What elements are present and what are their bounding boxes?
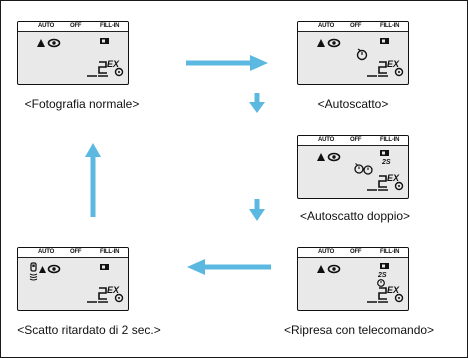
lcd-delayed: AUTO OFF FILL-IN — [17, 247, 129, 311]
arrow-left-icon — [187, 259, 271, 275]
exposure-suffix: EX — [107, 285, 120, 295]
mode-off-label: OFF — [350, 23, 362, 29]
red-eye-icon — [327, 152, 341, 162]
flash-auto-icon — [39, 266, 46, 273]
flash-auto-icon — [37, 39, 45, 47]
caption-double: <Autoscatto doppio> — [299, 209, 411, 223]
red-eye-icon — [47, 38, 61, 48]
mode-bar: AUTO OFF FILL-IN — [298, 136, 408, 146]
exposure-suffix: EX — [387, 285, 400, 295]
mode-auto-label: AUTO — [318, 249, 335, 255]
mode-off-label: OFF — [350, 249, 362, 255]
lcd-display: EX — [29, 262, 124, 303]
lcd-double-selftimer: AUTO OFF FILL-IN 2S — [297, 135, 409, 199]
frame-counter-icon — [367, 61, 404, 77]
mode-off-label: OFF — [350, 137, 362, 143]
mode-fill-label: FILL-IN — [100, 249, 120, 255]
arrow-down-icon — [249, 199, 265, 221]
lcd-display: EX — [37, 38, 124, 77]
lcd-display: EX — [317, 38, 404, 77]
mode-auto-label: AUTO — [318, 137, 335, 143]
frame-counter-icon — [87, 61, 124, 77]
caption-delayed: <Scatto ritardato di 2 sec.> — [17, 323, 161, 337]
flash-auto-icon — [317, 39, 325, 47]
frame-counter-icon — [367, 287, 404, 303]
frame-counter-icon — [367, 175, 404, 191]
flash-auto-icon — [317, 265, 325, 273]
battery-icon — [100, 264, 109, 270]
red-eye-icon — [327, 38, 341, 48]
lcd-remote: AUTO OFF FILL-IN 2S — [297, 247, 409, 311]
exposure-suffix: EX — [387, 59, 400, 69]
lcd-normal: AUTO OFF FILL-IN EX — [17, 21, 129, 85]
exposure-suffix: EX — [387, 173, 400, 183]
flash-auto-icon — [317, 153, 325, 161]
caption-remote: <Ripresa con telecomando> — [283, 323, 435, 337]
two-second-delay-icon — [377, 279, 385, 287]
battery-icon — [380, 263, 389, 269]
red-eye-icon — [327, 264, 341, 274]
mode-fill-label: FILL-IN — [380, 23, 400, 29]
arrow-down-icon — [249, 93, 265, 113]
battery-icon — [100, 38, 109, 44]
lcd-display: 2S EX — [317, 150, 404, 191]
mode-bar: AUTO OFF FILL-IN — [18, 22, 128, 32]
mode-bar: AUTO OFF FILL-IN — [298, 248, 408, 258]
mode-bar: AUTO OFF FILL-IN — [18, 248, 128, 258]
exposure-suffix: EX — [107, 59, 120, 69]
mode-auto-label: AUTO — [38, 23, 55, 29]
two-second-label: 2S — [377, 272, 387, 279]
battery-icon — [380, 38, 389, 44]
mode-fill-label: FILL-IN — [380, 137, 400, 143]
lcd-display: 2S EX — [317, 263, 404, 303]
remote-control-icon — [29, 262, 38, 281]
arrow-up-icon — [85, 143, 101, 217]
battery-icon — [380, 150, 389, 156]
red-eye-icon — [47, 264, 61, 274]
lcd-selftimer: AUTO OFF FILL-IN — [297, 21, 409, 85]
two-second-label: 2S — [381, 159, 391, 166]
frame-counter-icon — [87, 287, 124, 303]
mode-fill-label: FILL-IN — [100, 23, 120, 29]
mode-fill-label: FILL-IN — [380, 249, 400, 255]
mode-auto-label: AUTO — [318, 23, 335, 29]
double-self-timer-icon — [354, 163, 373, 175]
arrow-right-icon — [186, 55, 268, 71]
mode-off-label: OFF — [70, 23, 82, 29]
mode-auto-label: AUTO — [38, 249, 55, 255]
self-timer-icon — [356, 48, 368, 61]
mode-off-label: OFF — [70, 249, 82, 255]
mode-bar: AUTO OFF FILL-IN — [298, 22, 408, 32]
caption-normal: <Fotografia normale> — [24, 97, 140, 111]
caption-selftimer: <Autoscatto> — [317, 97, 389, 111]
